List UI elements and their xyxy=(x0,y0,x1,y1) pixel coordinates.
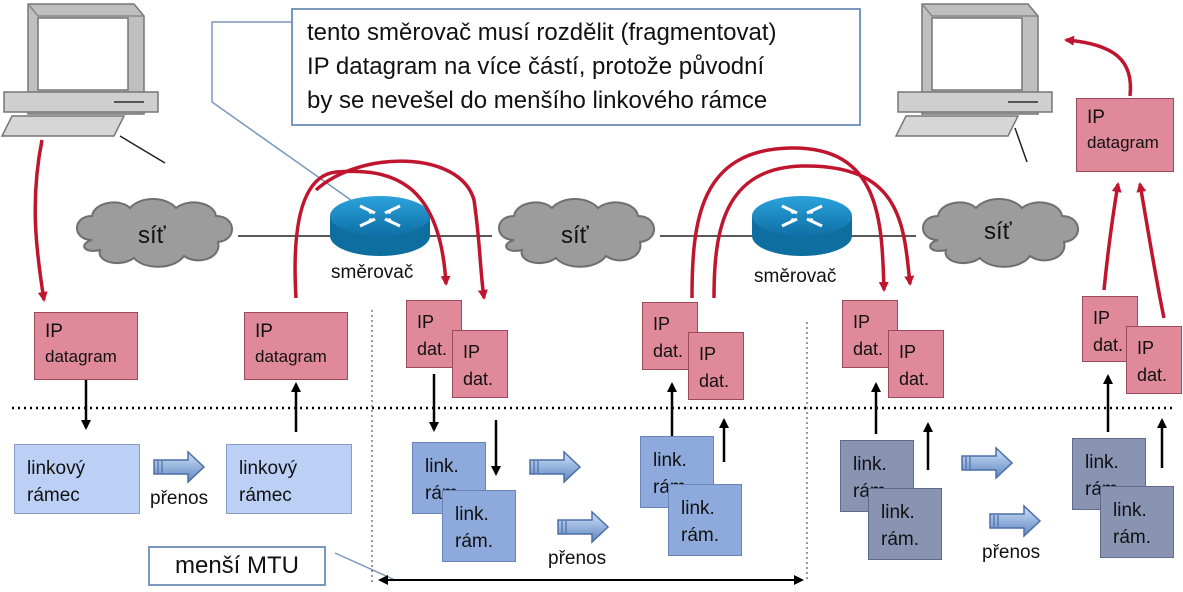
ip-label: IP xyxy=(653,314,671,334)
network-label: síť xyxy=(984,218,1012,245)
link-fragment-label: rám. xyxy=(881,529,919,550)
link-frame-label: linkový xyxy=(239,458,298,479)
mtu-label: menší MTU xyxy=(148,546,326,586)
callout-line: tento směrovač musí rozdělit (fragmentov… xyxy=(307,19,777,46)
ip-fragment-box: IP dat. xyxy=(688,332,744,400)
link-fragment-label: link. xyxy=(681,498,715,519)
datagram-label: datagram xyxy=(1087,133,1159,152)
link-frame-label: linkový xyxy=(27,458,86,479)
transfer-arrow-icon xyxy=(153,451,205,483)
ip-datagram-box: IP datagram xyxy=(1076,98,1174,172)
link-fragment-label: link. xyxy=(425,456,459,477)
ip-label: IP xyxy=(417,312,435,332)
link-fragment-box: link.rám. xyxy=(412,442,486,514)
callout-line: IP datagram na více částí, protože původ… xyxy=(307,53,765,80)
router-icon xyxy=(750,194,854,258)
pc-link-line xyxy=(1014,127,1028,163)
transfer-label: přenos xyxy=(150,488,209,509)
fragment-label: dat. xyxy=(417,339,448,359)
link-fragment-box: link. rám. xyxy=(1100,486,1174,558)
transfer-label: přenos xyxy=(982,542,1041,563)
datagram-label: datagram xyxy=(255,347,327,366)
link-fragment-label: rám. xyxy=(1113,527,1151,548)
pc-link-line xyxy=(119,135,166,164)
fragment-label: dat. xyxy=(1137,365,1168,385)
ip-label: IP xyxy=(853,312,871,332)
router-label: směrovač xyxy=(754,266,837,287)
network-label: síť xyxy=(561,222,589,249)
mtu-pointer xyxy=(334,552,396,581)
ip-label: IP xyxy=(1087,107,1105,128)
fragment-label: dat. xyxy=(899,369,930,389)
network-label: síť xyxy=(138,222,166,249)
link-fragment-label: rám. xyxy=(455,531,493,552)
transfer-arrow-icon xyxy=(557,511,609,543)
link-fragment-label: link. xyxy=(1085,452,1119,473)
link-frame-box: linkový rámec xyxy=(226,444,352,514)
transfer-label: přenos xyxy=(548,548,607,569)
ip-fragment-box: IP dat. xyxy=(888,330,944,398)
transfer-arrow-icon xyxy=(989,505,1041,537)
link-frame-label: rámec xyxy=(27,485,80,506)
transfer-arrow-icon xyxy=(529,451,581,483)
link-fragment-label: rám. xyxy=(681,525,719,546)
ip-label: IP xyxy=(463,342,481,362)
router-icon xyxy=(328,194,432,258)
link-fragment-box: link. rám. xyxy=(442,490,516,562)
link-fragment-box: link. rám. xyxy=(668,484,742,556)
link-fragment-label: link. xyxy=(455,504,489,525)
link-fragment-label: link. xyxy=(853,454,887,475)
packet-flow-arrows xyxy=(33,35,1166,319)
link-fragment-label: link. xyxy=(1113,500,1147,521)
ip-label: IP xyxy=(45,321,63,342)
ip-datagram-box: IP datagram xyxy=(244,312,348,380)
source-computer-icon xyxy=(1,3,159,137)
fragment-label: dat. xyxy=(1093,335,1124,355)
transfer-arrow-icon xyxy=(961,447,1013,479)
fragmentation-callout: tento směrovač musí rozdělit (fragmentov… xyxy=(291,8,861,126)
link-fragment-label: link. xyxy=(881,502,915,523)
link-fragment-label: link. xyxy=(653,450,687,471)
ip-fragment-box: IP dat. xyxy=(1126,326,1182,394)
fragment-label: dat. xyxy=(463,369,494,389)
fragment-label: dat. xyxy=(653,341,684,361)
callout-pointer xyxy=(211,21,366,211)
ip-label: IP xyxy=(699,344,717,364)
fragment-label: dat. xyxy=(699,371,730,391)
link-frame-label: rámec xyxy=(239,485,292,506)
ip-fragment-box: IP dat. xyxy=(452,330,508,398)
ip-datagram-box: IP datagram xyxy=(34,312,138,380)
link-frame-box: linkový rámec xyxy=(14,444,140,514)
datagram-label: datagram xyxy=(45,347,117,366)
link-fragment-box: link. rám. xyxy=(868,488,942,560)
ip-label: IP xyxy=(1093,308,1111,328)
router-label: směrovač xyxy=(331,262,414,283)
ip-label: IP xyxy=(899,342,917,362)
destination-computer-icon xyxy=(895,3,1053,137)
fragment-label: dat. xyxy=(853,339,884,359)
ip-label: IP xyxy=(255,321,273,342)
callout-line: by se nevešel do menšího linkového rámce xyxy=(307,87,768,114)
layer-arrows xyxy=(81,374,1167,476)
ip-label: IP xyxy=(1137,338,1155,358)
